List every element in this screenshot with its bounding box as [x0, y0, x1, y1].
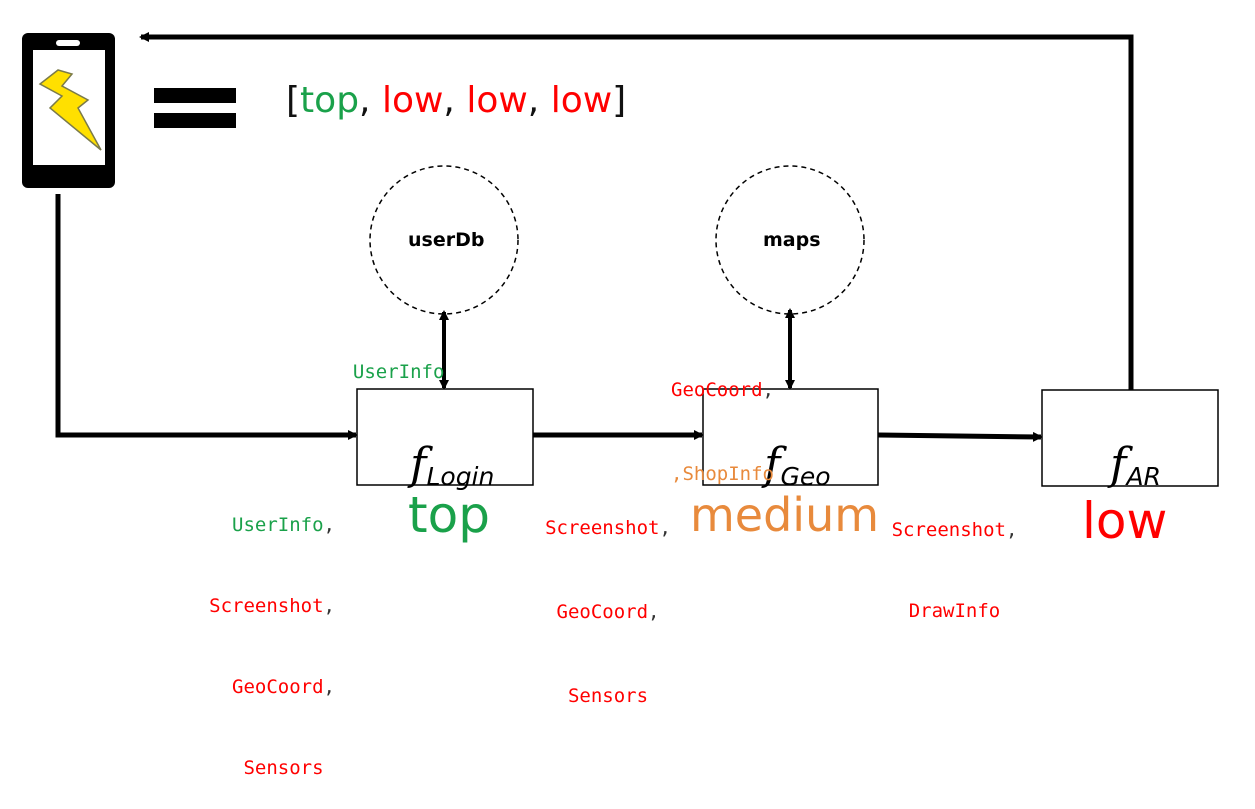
maps-edge-label: GeoCoord, ,ShopInfo [671, 379, 774, 485]
summary-close-bracket: ] [612, 80, 627, 121]
login-function-label: fLogin [410, 439, 495, 491]
geo-box [702, 388, 879, 486]
lightning-bolt-icon [38, 69, 102, 151]
phone-to-login-arrow [55, 194, 358, 440]
geo-level-label: medium [690, 488, 880, 542]
to-login-edge-label: UserInfo, Screenshot, GeoCoord, Sensors [209, 514, 335, 779]
summary-sep: , [443, 80, 467, 121]
summary-item: low [550, 80, 613, 121]
maps-label: maps [763, 229, 821, 251]
login-level-label: top [408, 486, 490, 544]
phone-icon [22, 33, 115, 188]
geo-to-ar-edge-label: Screenshot, DrawInfo [891, 519, 1018, 622]
equals-icon [154, 88, 236, 128]
geo-to-ar-arrow [877, 431, 1043, 442]
summary-item: top [300, 80, 360, 121]
userdb-edge-label: UserInfo [352, 361, 445, 383]
login-to-geo-edge-label: Screenshot, GeoCoord, Sensors [545, 517, 671, 707]
summary-sep: , [527, 80, 551, 121]
maps-node [715, 165, 865, 315]
ar-box [1041, 389, 1219, 487]
return-arrow [139, 32, 1134, 390]
summary-item: low [381, 80, 444, 121]
geo-function-label: fGeo [764, 439, 831, 491]
summary-sep: , [359, 80, 382, 121]
summary-open-bracket: [ [286, 80, 301, 121]
ar-level-label: low [1082, 492, 1168, 550]
userdb-node [369, 165, 519, 315]
login-box [356, 388, 534, 486]
ar-function-label: fAR [1110, 439, 1161, 491]
summary-item: low [466, 80, 528, 121]
diagram-canvas [22, 32, 1219, 487]
userdb-label: userDb [408, 229, 485, 251]
level-summary: [top, low, low, low] [286, 80, 626, 121]
